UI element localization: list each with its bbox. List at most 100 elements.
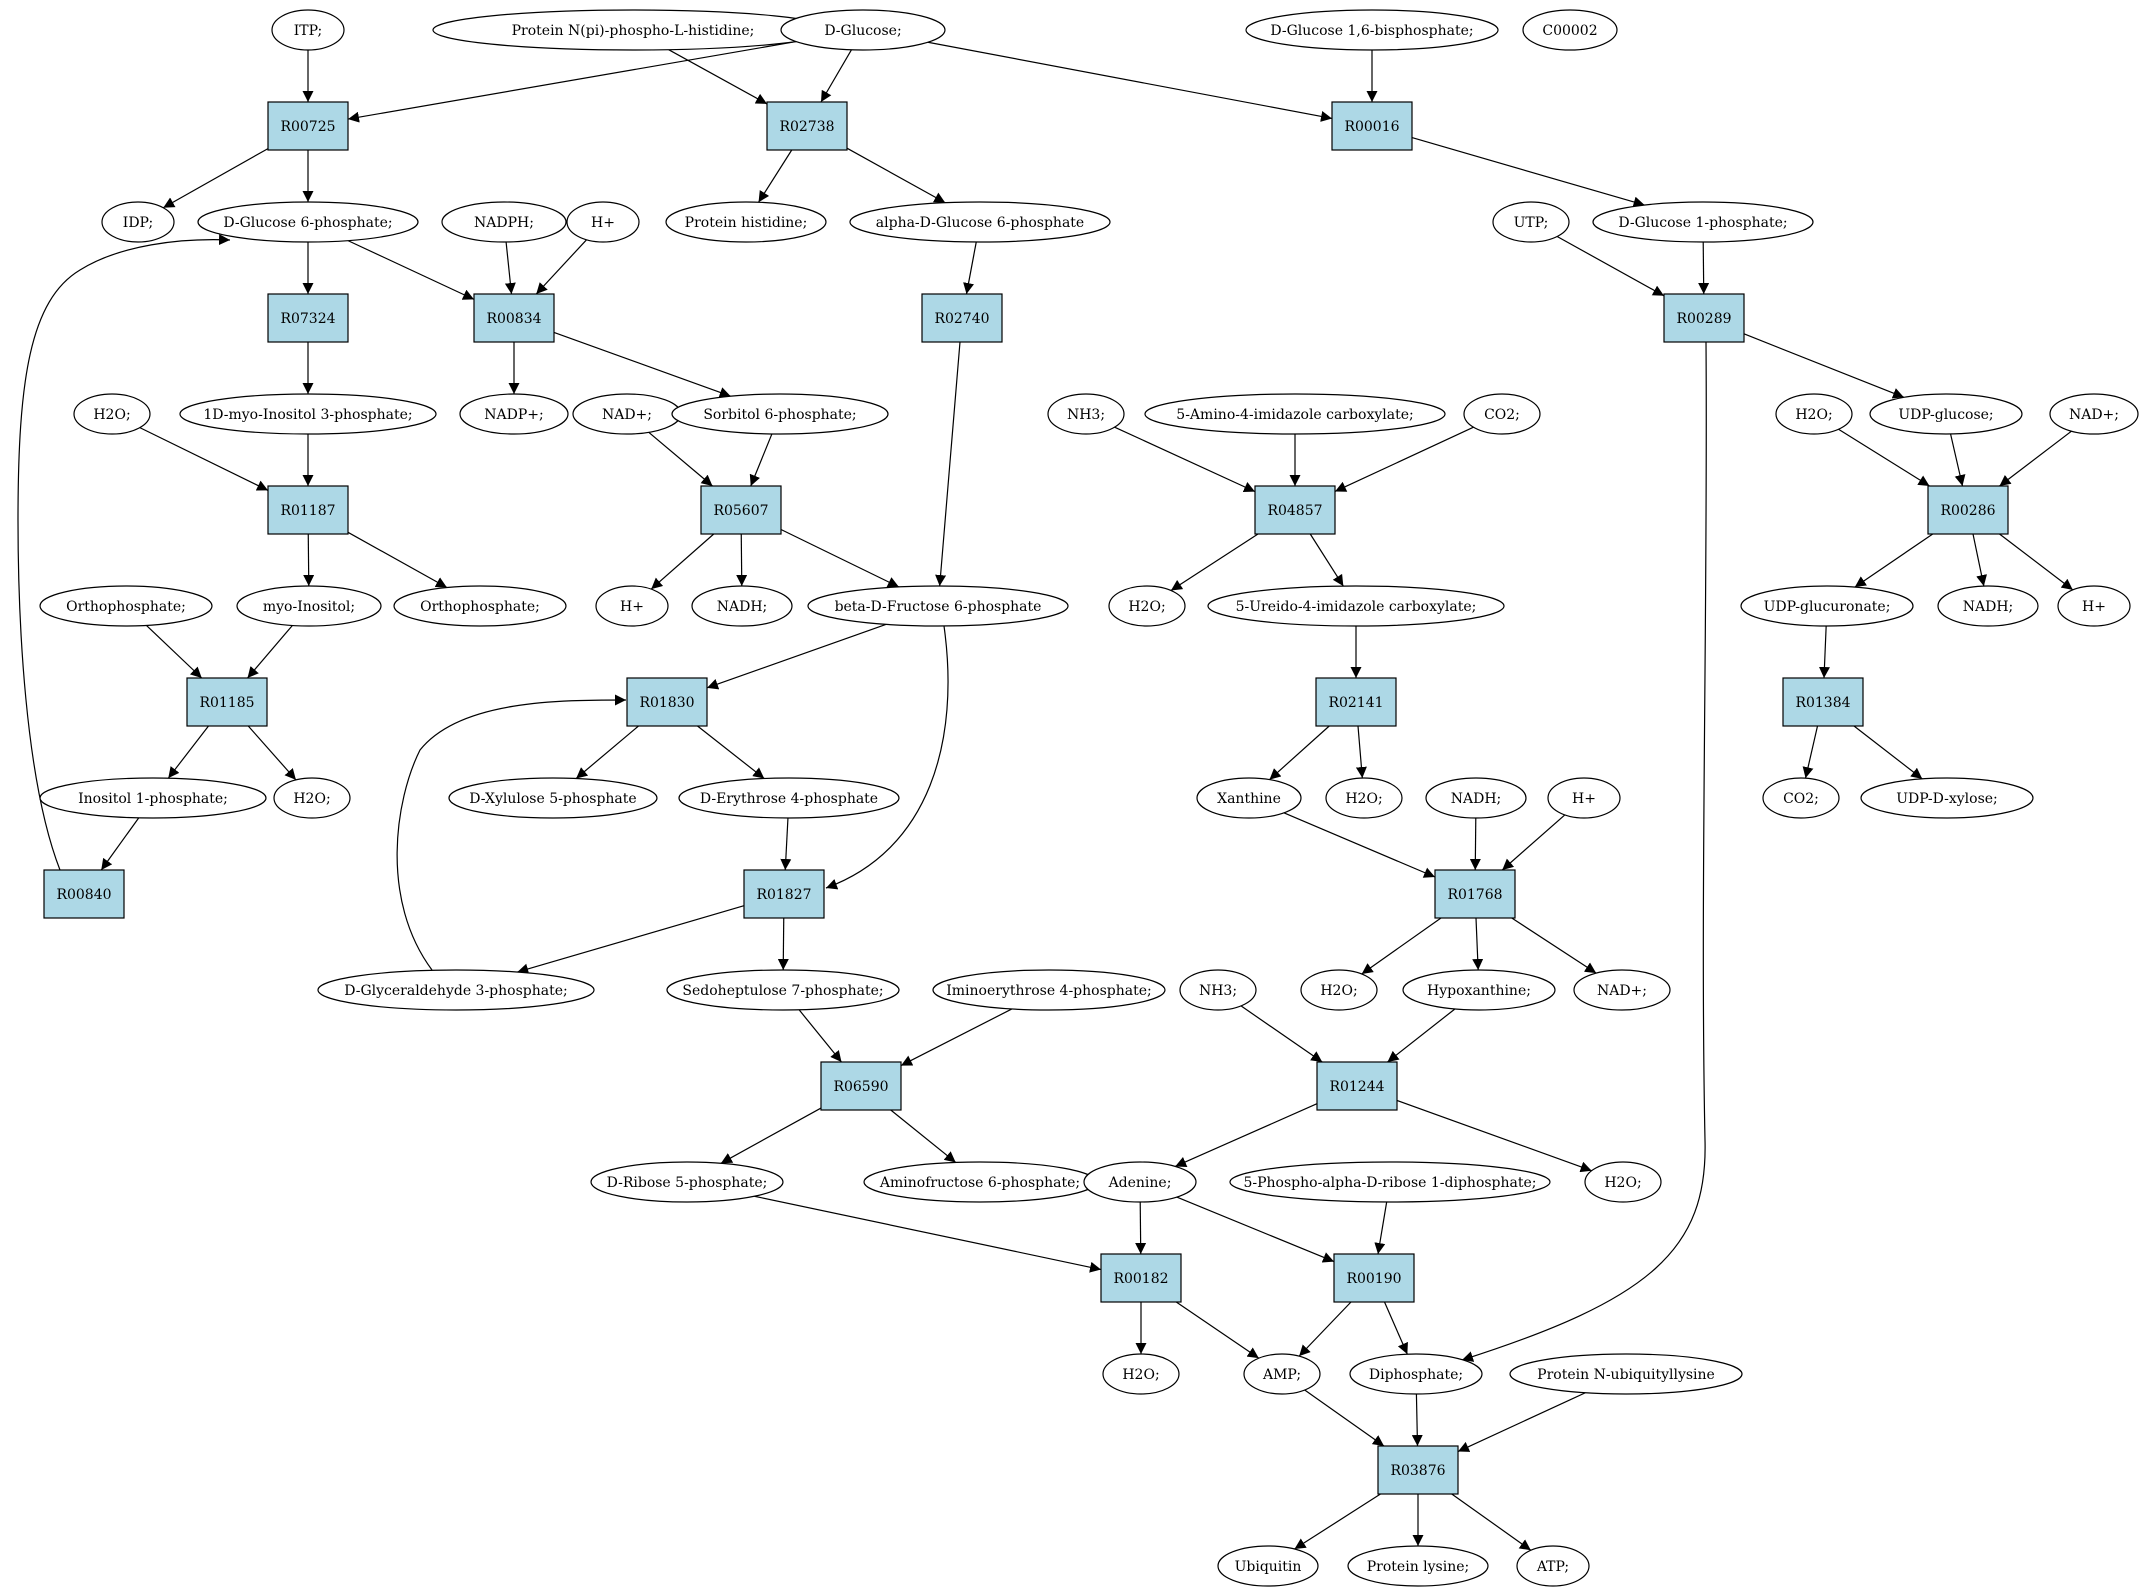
compound-node-a-g6p[interactable]: alpha-D-Glucose 6-phosphate xyxy=(849,201,1111,243)
compound-node-co2-2[interactable]: CO2; xyxy=(1762,777,1840,819)
compound-node-ubiquitin[interactable]: Ubiquitin xyxy=(1217,1545,1319,1587)
compound-node-hplus-2[interactable]: H+ xyxy=(595,585,669,627)
compound-node-nad-1[interactable]: NAD+; xyxy=(572,393,682,435)
compound-node-g6p[interactable]: D-Glucose 6-phosphate; xyxy=(197,201,419,243)
compound-node-af6p[interactable]: Aminofructose 6-phosphate; xyxy=(863,1161,1097,1203)
reaction-node-r01244[interactable]: R01244 xyxy=(1316,1061,1398,1111)
compound-node-co2-1[interactable]: CO2; xyxy=(1463,393,1541,435)
reaction-node-r04857[interactable]: R04857 xyxy=(1254,485,1336,535)
compound-node-ie4p[interactable]: Iminoerythrose 4-phosphate; xyxy=(932,969,1166,1011)
compound-node-h2o-5[interactable]: H2O; xyxy=(1325,777,1403,819)
compound-node-h2o-8[interactable]: H2O; xyxy=(1102,1353,1180,1395)
compound-node-hplus-1[interactable]: H+ xyxy=(566,201,640,243)
compound-node-h2o-2[interactable]: H2O; xyxy=(1775,393,1853,435)
reaction-node-r01187[interactable]: R01187 xyxy=(267,485,349,535)
compound-ellipse xyxy=(393,585,567,627)
compound-label: H2O; xyxy=(293,791,330,807)
compound-node-pi-1[interactable]: Orthophosphate; xyxy=(39,585,213,627)
compound-node-f6p[interactable]: beta-D-Fructose 6-phosphate xyxy=(807,585,1069,627)
reaction-node-r02738[interactable]: R02738 xyxy=(766,101,848,151)
compound-node-nadh-1[interactable]: NADH; xyxy=(691,585,793,627)
compound-node-hplus-4[interactable]: H+ xyxy=(1547,777,1621,819)
compound-node-utp[interactable]: UTP; xyxy=(1492,201,1570,243)
compound-ellipse xyxy=(1463,393,1541,435)
compound-node-s7p[interactable]: Sedoheptulose 7-phosphate; xyxy=(666,969,900,1011)
compound-node-xanthine[interactable]: Xanthine xyxy=(1196,777,1302,819)
compound-node-nh3-1[interactable]: NH3; xyxy=(1047,393,1125,435)
compound-node-atp[interactable]: ATP; xyxy=(1516,1545,1590,1587)
compound-node-nh3-2[interactable]: NH3; xyxy=(1179,969,1257,1011)
compound-node-protein-npi[interactable]: Protein N(pi)-phospho-L-histidine; xyxy=(432,9,834,51)
compound-node-h2o-6[interactable]: H2O; xyxy=(1300,969,1378,1011)
compound-node-uica[interactable]: 5-Ureido-4-imidazole carboxylate; xyxy=(1207,585,1505,627)
reaction-node-r01827[interactable]: R01827 xyxy=(743,869,825,919)
compound-node-d-glucose[interactable]: D-Glucose; xyxy=(780,9,946,51)
compound-label: D-Glucose 1,6-bisphosphate; xyxy=(1270,23,1473,39)
compound-node-idp[interactable]: IDP; xyxy=(101,201,175,243)
reaction-node-r01830[interactable]: R01830 xyxy=(626,677,708,727)
reaction-node-r02740[interactable]: R02740 xyxy=(921,293,1003,343)
compound-node-h2o-1[interactable]: H2O; xyxy=(73,393,151,435)
compound-node-ppi[interactable]: Diphosphate; xyxy=(1349,1353,1483,1395)
compound-node-gap[interactable]: D-Glyceraldehyde 3-phosphate; xyxy=(317,969,595,1011)
compound-node-ubq-lys[interactable]: Protein N-ubiquityllysine xyxy=(1509,1353,1743,1395)
compound-node-amp[interactable]: AMP; xyxy=(1243,1353,1321,1395)
edge-R03876-to-ubiquitin xyxy=(1294,1493,1381,1550)
reaction-node-r01384[interactable]: R01384 xyxy=(1782,677,1864,727)
compound-node-glc16bp[interactable]: D-Glucose 1,6-bisphosphate; xyxy=(1245,9,1499,51)
reaction-node-r02141[interactable]: R02141 xyxy=(1315,677,1397,727)
compound-node-ino1p[interactable]: Inositol 1-phosphate; xyxy=(39,777,267,819)
compound-label: UDP-D-xylose; xyxy=(1896,791,1998,807)
reaction-node-r00182[interactable]: R00182 xyxy=(1100,1253,1182,1303)
compound-node-g1p[interactable]: D-Glucose 1-phosphate; xyxy=(1592,201,1814,243)
compound-node-nadp[interactable]: NADP+; xyxy=(459,393,569,435)
reaction-node-r00725[interactable]: R00725 xyxy=(267,101,349,151)
compound-node-h2o-4[interactable]: H2O; xyxy=(273,777,351,819)
reaction-label: R00725 xyxy=(280,119,335,135)
compound-node-e4p[interactable]: D-Erythrose 4-phosphate xyxy=(678,777,900,819)
compound-node-nadph[interactable]: NADPH; xyxy=(441,201,567,243)
reaction-node-r05607[interactable]: R05607 xyxy=(700,485,782,535)
compound-node-r5p[interactable]: D-Ribose 5-phosphate; xyxy=(590,1161,784,1203)
reaction-node-r00190[interactable]: R00190 xyxy=(1333,1253,1415,1303)
compound-node-pi-2[interactable]: Orthophosphate; xyxy=(393,585,567,627)
compound-node-nadh-3[interactable]: NADH; xyxy=(1425,777,1527,819)
compound-node-adenine[interactable]: Adenine; xyxy=(1083,1161,1197,1203)
reaction-node-r03876[interactable]: R03876 xyxy=(1377,1445,1459,1495)
compound-node-itp[interactable]: ITP; xyxy=(271,9,345,51)
edge-R04857-to-uica xyxy=(1309,533,1344,587)
compound-node-prpp[interactable]: 5-Phospho-alpha-D-ribose 1-diphosphate; xyxy=(1229,1161,1551,1203)
reaction-node-r01768[interactable]: R01768 xyxy=(1434,869,1516,919)
edge-f6p-to-R01827 xyxy=(825,625,949,890)
reaction-node-r07324[interactable]: R07324 xyxy=(267,293,349,343)
reaction-node-r00834[interactable]: R00834 xyxy=(473,293,555,343)
compound-node-nad-3[interactable]: NAD+; xyxy=(1573,969,1671,1011)
reaction-node-r06590[interactable]: R06590 xyxy=(820,1061,902,1111)
reaction-node-r00289[interactable]: R00289 xyxy=(1663,293,1745,343)
compound-node-udpglca[interactable]: UDP-glucuronate; xyxy=(1740,585,1914,627)
compound-node-mi3p[interactable]: 1D-myo-Inositol 3-phosphate; xyxy=(179,393,437,435)
reaction-node-r00840[interactable]: R00840 xyxy=(43,869,125,919)
compound-node-nad-2[interactable]: NAD+; xyxy=(2049,393,2139,435)
compound-node-h2o-7[interactable]: H2O; xyxy=(1584,1161,1662,1203)
compound-node-myoino[interactable]: myo-Inositol; xyxy=(236,585,382,627)
compound-ellipse xyxy=(1300,969,1378,1011)
compound-node-xu5p[interactable]: D-Xylulose 5-phosphate xyxy=(448,777,658,819)
compound-node-udpglc[interactable]: UDP-glucose; xyxy=(1869,393,2023,435)
reaction-node-r01185[interactable]: R01185 xyxy=(186,677,268,727)
compound-node-c00002[interactable]: C00002 xyxy=(1522,9,1618,51)
compound-ellipse xyxy=(1509,1353,1743,1395)
reaction-node-r00286[interactable]: R00286 xyxy=(1927,485,2009,535)
edge-R00840-to-g6p xyxy=(17,234,231,871)
reaction-node-r00016[interactable]: R00016 xyxy=(1331,101,1413,151)
compound-node-udpxyl[interactable]: UDP-D-xylose; xyxy=(1860,777,2034,819)
compound-node-h2o-3[interactable]: H2O; xyxy=(1108,585,1186,627)
compound-node-aica[interactable]: 5-Amino-4-imidazole carboxylate; xyxy=(1144,393,1446,435)
compound-node-nadh-2[interactable]: NADH; xyxy=(1937,585,2039,627)
compound-ellipse xyxy=(671,393,889,435)
compound-node-prot-his[interactable]: Protein histidine; xyxy=(665,201,827,243)
compound-node-prot-lys[interactable]: Protein lysine; xyxy=(1347,1545,1489,1587)
compound-node-hplus-3[interactable]: H+ xyxy=(2057,585,2131,627)
compound-node-sorb6p[interactable]: Sorbitol 6-phosphate; xyxy=(671,393,889,435)
compound-node-hypox[interactable]: Hypoxanthine; xyxy=(1402,969,1556,1011)
